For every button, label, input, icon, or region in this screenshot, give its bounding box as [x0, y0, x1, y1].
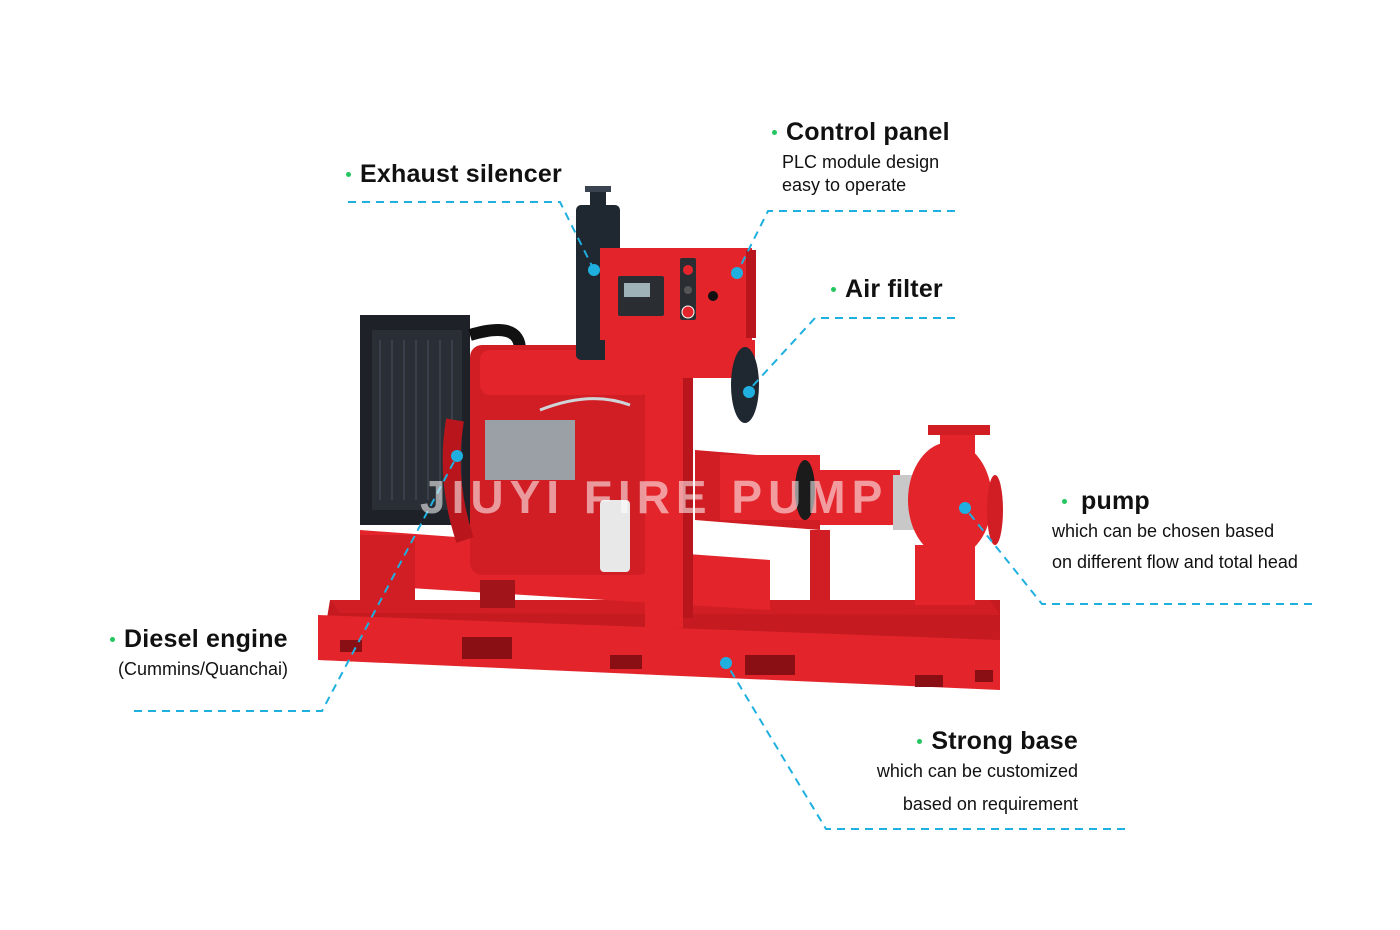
bullet-icon — [110, 637, 115, 643]
callout-air-filter: Air filter — [831, 275, 943, 304]
dot-control — [731, 267, 743, 279]
leader-lines — [134, 201, 1312, 830]
centrifugal-pump — [893, 425, 1003, 605]
panel-support-column — [605, 340, 755, 628]
anchor-dots — [451, 264, 971, 669]
brand-watermark: JIUYI FIRE PUMP — [420, 471, 889, 523]
air-filter — [731, 347, 759, 423]
dot-pump — [959, 502, 971, 514]
callout-pump: pump which can be chosen based on differ… — [1052, 487, 1298, 576]
callout-control-panel: Control panel PLC module design easy to … — [772, 118, 950, 199]
leader-pump — [964, 507, 1312, 605]
bullet-icon — [917, 739, 923, 745]
control-panel — [600, 248, 756, 340]
callout-exhaust-silencer: Exhaust silencer — [346, 160, 562, 189]
dot-air-filter — [743, 386, 755, 398]
callout-strong-base: Strong base which can be customized base… — [862, 727, 1078, 818]
bullet-icon — [831, 287, 836, 293]
diesel-engine-block — [442, 345, 650, 575]
leader-base — [725, 662, 1125, 830]
callout-title: Air filter — [845, 275, 943, 303]
callout-title: Diesel engine — [124, 625, 288, 653]
leader-exhaust — [348, 201, 595, 271]
callout-line: PLC module design — [782, 152, 940, 172]
bullet-icon — [772, 130, 777, 136]
callout-line: (Cummins/Quanchai) — [118, 659, 289, 679]
dot-base — [720, 657, 732, 669]
callout-line: which can be chosen based — [1052, 521, 1275, 541]
callout-line: based on requirement — [902, 794, 1078, 814]
bullet-icon — [346, 172, 351, 178]
callout-title: Control panel — [786, 118, 950, 146]
coupling-shaft — [695, 450, 900, 610]
callout-line: on different flow and total head — [1052, 552, 1298, 572]
callout-line: easy to operate — [782, 175, 907, 195]
leader-control — [736, 210, 955, 274]
leader-engine — [134, 455, 458, 712]
callout-title: pump — [1081, 487, 1150, 515]
dot-engine — [451, 450, 463, 462]
dot-exhaust — [588, 264, 600, 276]
leader-air-filter — [748, 317, 955, 391]
callout-line: which can be customized — [876, 761, 1078, 781]
bullet-icon — [1062, 499, 1067, 505]
callout-title: Exhaust silencer — [360, 160, 562, 188]
strong-base-frame — [318, 600, 1000, 690]
callout-diesel-engine: Diesel engine (Cummins/Quanchai) — [110, 625, 288, 683]
callout-title: Strong base — [931, 727, 1078, 755]
